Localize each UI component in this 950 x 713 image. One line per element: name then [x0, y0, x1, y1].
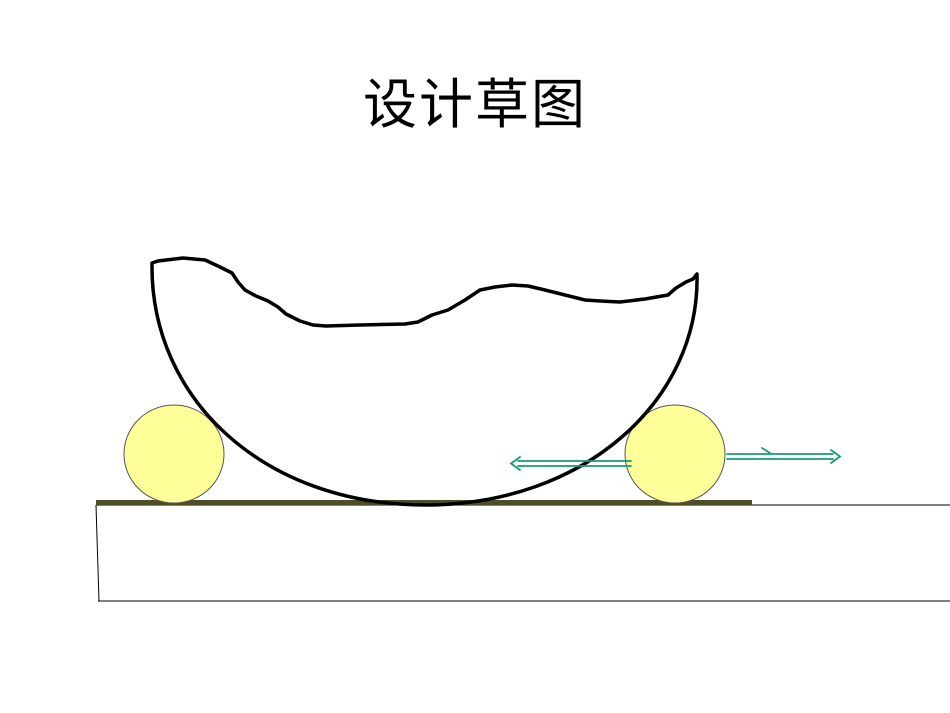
rail-strip [96, 500, 752, 505]
base-platform [95, 504, 950, 602]
slide-title: 设计草图 [363, 73, 587, 136]
right-roller [624, 404, 726, 504]
left-arrow [509, 456, 632, 471]
bowl-hull [150, 256, 699, 507]
left-roller [123, 404, 225, 504]
platform-left-edge [95, 504, 100, 602]
right-arrow [726, 447, 842, 464]
